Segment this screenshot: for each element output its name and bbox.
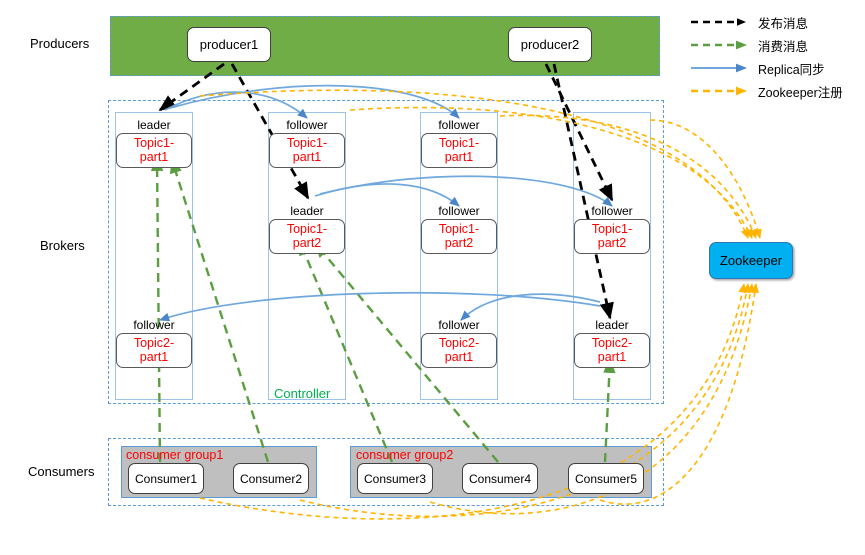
consumer-group-title: consumer group1: [126, 448, 224, 462]
partition-role: follower: [438, 118, 480, 132]
section-label-producers: Producers: [30, 36, 90, 51]
consumer-label: Consumer3: [363, 471, 427, 486]
producer-node-1[interactable]: producer1: [187, 27, 271, 62]
partition-topic: Topic1-: [591, 222, 633, 236]
zookeeper-node[interactable]: Zookeeper: [709, 242, 793, 279]
partition-id: part2: [292, 236, 322, 250]
partition-role: follower: [438, 204, 480, 218]
partition-cell[interactable]: follower Topic1- part1: [269, 118, 345, 168]
partition-id: part1: [597, 350, 627, 364]
legend-item-replica: Replica同步: [690, 58, 843, 78]
legend-item-register: Zookeeper注册: [690, 81, 843, 101]
consumer-label: Consumer1: [134, 471, 198, 486]
consumer-node[interactable]: Consumer5: [568, 463, 644, 494]
partition-id: part2: [597, 236, 627, 250]
partition-box: Topic1- part2: [421, 219, 497, 254]
legend-swatch-solid-blue: [691, 63, 747, 73]
partition-cell[interactable]: leader Topic1- part1: [116, 118, 192, 168]
section-label-brokers: Brokers: [40, 238, 85, 253]
producer-node-2[interactable]: producer2: [508, 27, 592, 62]
partition-topic: Topic2-: [438, 336, 480, 350]
partition-cell[interactable]: leader Topic2- part1: [574, 318, 650, 368]
partition-id: part2: [444, 236, 474, 250]
partition-cell[interactable]: follower Topic2- part1: [116, 318, 192, 368]
partition-box: Topic1- part1: [269, 133, 345, 168]
partition-id: part1: [139, 350, 169, 364]
partition-topic: Topic1-: [286, 136, 328, 150]
consumer-node[interactable]: Consumer4: [462, 463, 538, 494]
legend-label: Replica同步: [758, 62, 825, 77]
partition-topic: Topic2-: [591, 336, 633, 350]
legend-swatch-dashed-black: [691, 18, 746, 26]
consumer-label: Consumer2: [239, 471, 303, 486]
legend-item-publish: 发布消息: [690, 12, 843, 32]
legend-label: Zookeeper注册: [758, 85, 843, 100]
partition-role: follower: [133, 318, 175, 332]
producer-label: producer2: [520, 37, 580, 52]
legend-label: 发布消息: [758, 16, 809, 31]
legend-swatch-dashed-green: [691, 40, 747, 50]
partition-role: follower: [438, 318, 480, 332]
zookeeper-label: Zookeeper: [719, 253, 783, 268]
partition-box: Topic2- part1: [421, 333, 497, 368]
consumer-label: Consumer5: [574, 471, 638, 486]
partition-box: Topic1- part2: [574, 219, 650, 254]
partition-role: leader: [595, 318, 629, 332]
partition-topic: Topic1-: [286, 222, 328, 236]
partition-id: part1: [444, 350, 474, 364]
partition-box: Topic2- part1: [116, 333, 192, 368]
partition-box: Topic2- part1: [574, 333, 650, 368]
partition-role: follower: [591, 204, 633, 218]
controller-label: Controller: [274, 386, 331, 401]
partition-cell[interactable]: follower Topic1- part1: [421, 118, 497, 168]
producer-label: producer1: [199, 37, 259, 52]
partition-id: part1: [139, 150, 169, 164]
legend-label: 消费消息: [758, 39, 809, 54]
section-label-consumers: Consumers: [28, 464, 95, 479]
legend-item-consume: 消费消息: [690, 35, 843, 55]
partition-box: Topic1- part2: [269, 219, 345, 254]
partition-box: Topic1- part1: [116, 133, 192, 168]
partition-cell[interactable]: leader Topic1- part2: [269, 204, 345, 254]
partition-topic: Topic1-: [438, 136, 480, 150]
consumer-node[interactable]: Consumer3: [357, 463, 433, 494]
partition-cell[interactable]: follower Topic2- part1: [421, 318, 497, 368]
partition-topic: Topic1-: [133, 136, 175, 150]
partition-box: Topic1- part1: [421, 133, 497, 168]
edge-b4-to-zk: [649, 119, 762, 239]
partition-role: leader: [137, 118, 171, 132]
partition-id: part1: [292, 150, 322, 164]
consumer-node[interactable]: Consumer2: [233, 463, 309, 494]
consumer-label: Consumer4: [468, 471, 532, 486]
partition-id: part1: [444, 150, 474, 164]
partition-topic: Topic1-: [438, 222, 480, 236]
partition-role: follower: [286, 118, 328, 132]
legend-swatch-dashed-orange: [691, 86, 747, 96]
partition-cell[interactable]: follower Topic1- part2: [574, 204, 650, 254]
consumer-group-title: consumer group2: [356, 448, 454, 462]
partition-role: leader: [290, 204, 324, 218]
legend: 发布消息 消费消息 Replica同步 Zookeeper注册: [690, 12, 843, 104]
consumer-node[interactable]: Consumer1: [128, 463, 204, 494]
partition-cell[interactable]: follower Topic1- part2: [421, 204, 497, 254]
partition-topic: Topic2-: [133, 336, 175, 350]
